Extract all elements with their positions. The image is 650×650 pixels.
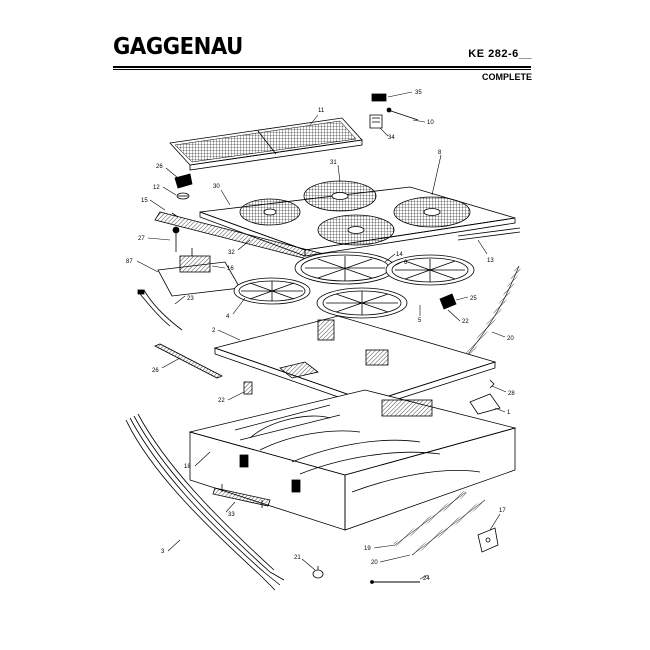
strip-26 [154,343,223,379]
callout-34: 34 [388,135,395,141]
gaskets [393,490,487,557]
model-number: KE 282-6__ [468,48,532,60]
callout-35: 35 [415,90,422,96]
callout-31: 31 [330,160,337,166]
callout-25: 25 [470,296,477,302]
header-rule [113,66,531,68]
callout-17: 17 [499,508,506,514]
heating-element-rings [233,251,475,319]
bottom-tray [188,389,517,531]
callout-33: 33 [228,512,235,518]
callout-26a: 26 [156,164,163,170]
conduit-20 [460,265,522,364]
hotplates [239,180,471,246]
cable-bundle-3 [125,413,285,591]
callout-24: 24 [423,576,430,582]
callout-22b: 22 [218,398,225,404]
callout-10: 10 [427,120,434,126]
callout-4: 4 [226,314,230,320]
leader-lines [136,91,507,580]
callout-87: 87 [126,259,133,265]
callout-labels: 35 10 34 11 26 12 30 31 8 15 27 32 87 16… [126,90,515,582]
callout-23: 23 [187,296,194,302]
callout-2: 2 [212,328,216,334]
fuse-21 [312,566,324,579]
callout-21: 21 [294,555,301,561]
callout-20a: 20 [507,336,514,342]
callout-32: 32 [228,250,235,256]
cable-23 [137,289,183,331]
status-label: COMPLETE [481,72,532,82]
callout-26b: 26 [152,368,159,374]
knob-assembly [369,93,419,129]
callout-12: 12 [153,185,160,191]
callout-30: 30 [213,184,220,190]
callout-27: 27 [138,236,145,242]
grille-plate [169,117,363,171]
callout-6: 6 [404,260,408,266]
callout-16: 16 [227,266,234,272]
terminal-block [157,248,241,297]
small-parts-left [174,173,193,200]
callout-14: 14 [396,252,403,258]
bracket-25 [439,293,457,310]
callout-8: 8 [438,150,442,156]
clip-17 [477,527,499,553]
callout-11: 11 [318,108,325,114]
callout-19: 19 [364,546,371,552]
callout-20b: 20 [371,560,378,566]
header-rule-thin [113,69,531,70]
bracket-33 [212,484,271,508]
callout-13: 13 [487,258,494,264]
callout-1: 1 [507,410,511,416]
spacer-22 [243,381,253,395]
clip-28 [469,379,501,415]
callout-3: 3 [161,549,165,555]
brand-logo: GAGGENAU [113,34,243,60]
wire-24 [370,580,420,584]
callout-28: 28 [508,391,515,397]
callout-5: 5 [418,318,422,324]
screw-27 [172,226,180,252]
side-bar [457,227,521,241]
callout-15: 15 [141,198,148,204]
callout-18: 18 [184,464,191,470]
callout-22a: 22 [462,319,469,325]
